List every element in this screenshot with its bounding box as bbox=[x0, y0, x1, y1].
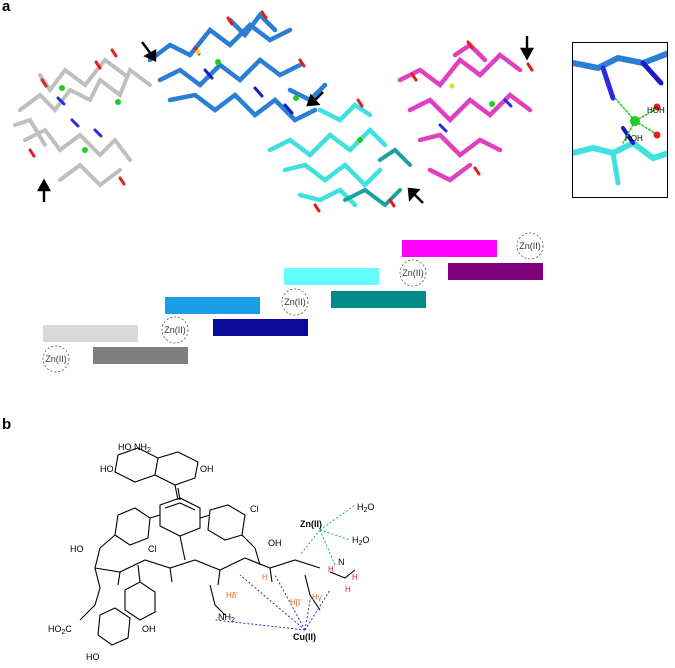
co2h-label: HO2C bbox=[48, 624, 72, 636]
monomer-bar-5 bbox=[284, 268, 379, 285]
hy-label: H bbox=[352, 573, 358, 582]
magenta-monomer bbox=[397, 42, 533, 183]
monomer-bar-8 bbox=[448, 263, 543, 280]
zinc-circle-5 bbox=[516, 232, 544, 260]
oh-label-3: OH bbox=[142, 624, 156, 634]
grey-monomer bbox=[13, 57, 152, 188]
zinc-circle-2 bbox=[161, 316, 189, 344]
monomer-bar-2 bbox=[93, 347, 188, 364]
oh-label-1: OH bbox=[200, 464, 214, 474]
hx-label: H bbox=[328, 565, 334, 574]
monomer-bar-1 bbox=[43, 325, 138, 342]
chemical-structure: HO NH2 Cl Cl OH OH OH HO HO HO NH2 HO2C … bbox=[48, 442, 374, 662]
zinc-label-3: Zn(II) bbox=[284, 297, 306, 307]
hd-label: Hδ' bbox=[226, 591, 238, 600]
zinc-circle-1 bbox=[42, 345, 70, 373]
zinc-label-2: Zn(II) bbox=[164, 325, 186, 335]
ho-label-2: HO bbox=[70, 544, 84, 554]
blue-monomer bbox=[147, 11, 328, 123]
ho-label-3: HO bbox=[86, 652, 100, 662]
monomer-bar-4 bbox=[213, 319, 308, 336]
monomer-bar-3 bbox=[165, 297, 260, 314]
water-label-1: H2O bbox=[357, 502, 374, 514]
inset-water-label-2: HOH bbox=[625, 134, 643, 143]
zinc-label-5: Zn(II) bbox=[519, 241, 541, 251]
zinc-circle-4 bbox=[399, 259, 427, 287]
hn-label: H bbox=[262, 573, 268, 582]
zinc-label-4: Zn(II) bbox=[402, 268, 424, 278]
nh2-label: NH2 bbox=[218, 612, 235, 624]
cl-label-2: Cl bbox=[250, 504, 259, 514]
inset-water-label-1: HOH bbox=[647, 106, 665, 115]
nh-label: N bbox=[338, 557, 345, 567]
oh-label-2: OH bbox=[268, 538, 282, 548]
zinc-label: Zn(II) bbox=[300, 519, 322, 529]
hb-label: Hβ' bbox=[290, 598, 302, 607]
molecular-structure-3d bbox=[13, 10, 535, 213]
hg-label: Hγ bbox=[312, 593, 322, 602]
zinc-circle-3 bbox=[281, 288, 309, 316]
cl-label-1: Cl bbox=[148, 544, 157, 554]
monomer-bar-6 bbox=[331, 291, 426, 308]
panel-a-letter: a bbox=[2, 0, 11, 15]
oligomer-schematic: Zn(II) Zn(II) Zn(II) Zn(II) Zn(II) bbox=[42, 232, 544, 373]
amine-label: HO NH2 bbox=[118, 442, 151, 454]
water-label-2: H2O bbox=[352, 535, 369, 547]
arrow-markers bbox=[36, 36, 535, 204]
monomer-bar-7 bbox=[402, 240, 497, 257]
panel-b-letter: b bbox=[2, 416, 12, 433]
hz-label: H bbox=[345, 585, 351, 594]
zinc-label-1: Zn(II) bbox=[45, 354, 67, 364]
zinc-coordination-inset: HOH HOH bbox=[572, 42, 668, 198]
copper-label: Cu(II) bbox=[293, 632, 316, 642]
ho-label-1: HO bbox=[100, 464, 114, 474]
